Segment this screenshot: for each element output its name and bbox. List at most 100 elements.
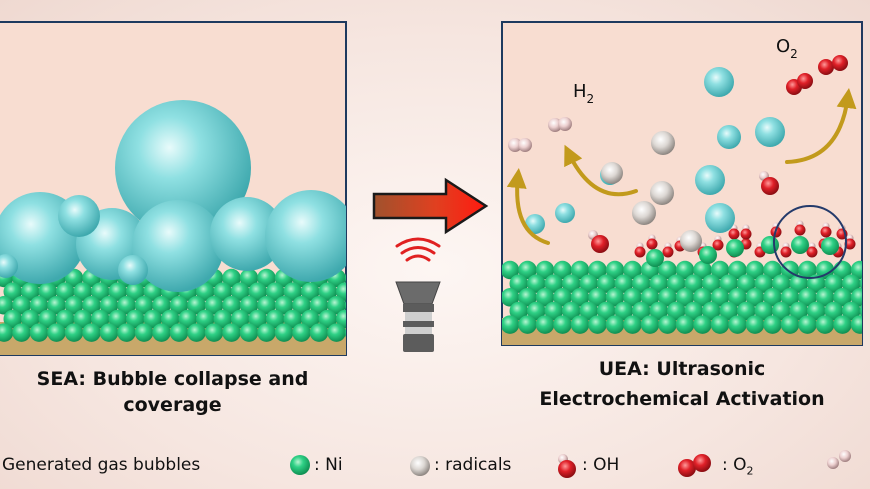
- ni-atom: [91, 282, 110, 301]
- ultrasonic-device-icon: [395, 237, 441, 352]
- ni-atom: [187, 323, 206, 342]
- legend-radical-icon: [410, 456, 430, 476]
- ni-atom: [509, 274, 528, 293]
- ni-atom: [21, 282, 40, 301]
- ni-atom: [754, 301, 773, 321]
- ni-atom: [605, 288, 625, 307]
- legend-o2-label: : O2: [722, 455, 754, 478]
- oh-oxygen: [780, 246, 792, 258]
- gas-bubble: [705, 203, 735, 233]
- ni-atom: [623, 315, 642, 334]
- ni-atom: [726, 239, 744, 257]
- o2-label: O2: [776, 36, 798, 61]
- oh-oxygen: [728, 228, 740, 240]
- ni-atom: [222, 296, 241, 315]
- ni-atom: [719, 301, 738, 321]
- ni-atom: [56, 282, 75, 301]
- ni-atom: [64, 296, 84, 315]
- ni-atom: [82, 323, 101, 342]
- ni-atom: [231, 282, 250, 301]
- ni-atom: [623, 288, 642, 307]
- ni-atom: [728, 315, 747, 334]
- legend-h2-icon: [827, 450, 851, 469]
- ni-atom: [728, 260, 747, 280]
- ni-atom: [745, 288, 765, 307]
- ni-atom: [780, 315, 800, 334]
- ni-atom: [553, 315, 572, 334]
- ni-atom: [761, 236, 779, 254]
- ni-atom: [134, 296, 154, 315]
- ni-atom: [12, 296, 31, 315]
- ni-atom: [248, 309, 267, 329]
- gas-bubble: [0, 254, 18, 278]
- oh-oxygen: [740, 228, 752, 240]
- ni-atom: [842, 301, 861, 321]
- ni-atom: [640, 315, 660, 334]
- ni-atom: [772, 274, 791, 293]
- oh-oxygen: [806, 246, 818, 258]
- ni-atom: [815, 315, 835, 334]
- ni-atom: [73, 309, 92, 329]
- ni-atom: [0, 296, 14, 315]
- ni-atom: [344, 327, 346, 338]
- ni-atom: [719, 274, 738, 293]
- ni-atom: [579, 301, 598, 321]
- ni-atom: [518, 315, 537, 334]
- ni-atom: [196, 309, 215, 329]
- legend-bubbles-label: Generated gas bubbles: [2, 455, 201, 475]
- ni-atom: [815, 260, 835, 280]
- ni-atom: [64, 323, 84, 342]
- ni-atom: [283, 282, 302, 301]
- ni-atom: [658, 315, 677, 334]
- right-caption: UEA: Ultrasonic Electrochemical Activati…: [502, 354, 862, 414]
- gas-bubble: [58, 195, 100, 237]
- oh-oxygen: [794, 224, 806, 236]
- ni-atom: [196, 282, 215, 301]
- ni-atom: [99, 296, 119, 315]
- ni-atom: [354, 310, 373, 329]
- ni-atom: [780, 288, 800, 307]
- ni-atom: [327, 296, 346, 315]
- ni-atom: [222, 268, 241, 288]
- right-radicals: [601, 131, 702, 252]
- ni-atom: [257, 323, 276, 342]
- ni-atom: [702, 274, 721, 293]
- ni-atom: [684, 274, 703, 293]
- ni-atom: [807, 301, 826, 321]
- oh-oxygen: [820, 226, 832, 238]
- h2-label: H2: [573, 81, 594, 106]
- radical: [601, 162, 623, 184]
- ni-atom: [710, 260, 730, 280]
- ni-atom: [266, 282, 285, 301]
- gas-bubble: [695, 165, 725, 195]
- ni-atom: [0, 323, 14, 342]
- ni-atom: [850, 288, 862, 307]
- ni-atom: [91, 309, 110, 329]
- ni-atom: [623, 260, 642, 280]
- ni-atom: [850, 260, 862, 280]
- ni-atom: [763, 315, 782, 334]
- ni-atom: [710, 288, 730, 307]
- oh-oxygen: [844, 238, 856, 250]
- ni-atom: [605, 315, 625, 334]
- ni-atom: [169, 323, 189, 342]
- ni-atom: [239, 268, 259, 288]
- ni-atom: [134, 323, 154, 342]
- ni-atom: [213, 282, 232, 301]
- ni-atom: [38, 282, 57, 301]
- ni-atom: [699, 246, 717, 264]
- ni-atom: [693, 315, 712, 334]
- ni-atom: [640, 288, 660, 307]
- right-caption-line2: Electrochemical Activation: [539, 388, 825, 410]
- ni-atom: [318, 309, 337, 329]
- oh-oxygen: [662, 246, 674, 258]
- process-arrow: [372, 177, 489, 235]
- ni-atom: [693, 288, 712, 307]
- ni-atom: [29, 323, 49, 342]
- gas-bubble: [717, 125, 741, 149]
- gas-bubble: [704, 67, 734, 97]
- legend-radicals-label: : radicals: [434, 455, 512, 475]
- ni-atom: [301, 309, 320, 329]
- ni-atom: [815, 288, 835, 307]
- ni-atom: [152, 296, 171, 315]
